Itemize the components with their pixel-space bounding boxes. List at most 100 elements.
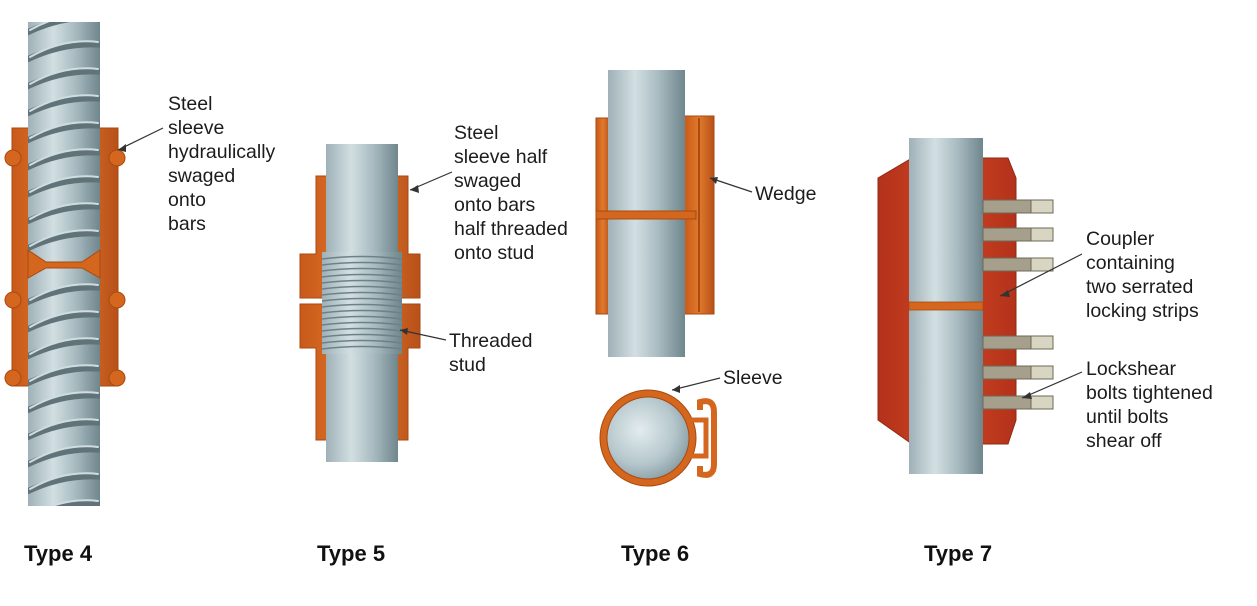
callout-line: shear off [1086,430,1162,452]
type6-drawing [595,70,717,487]
type7-bolt-head [1030,227,1054,242]
type4-sleeve-callout: Steel sleeve hydraulically swaged onto b… [168,92,275,236]
type4-rib-highlight [29,283,99,301]
callout-line: Sleeve [723,367,783,389]
type5-thread [321,297,403,302]
type4-rib-highlight [29,67,99,85]
type4-rib [28,149,100,171]
type4-rib [51,500,100,506]
callout-line: onto bars [454,194,536,216]
callout-line: swaged [168,165,236,187]
type4-drawing [4,22,126,506]
type4-rib [28,95,100,117]
callout-line: locking strips [1086,300,1199,322]
type4-rib-highlight [29,445,99,463]
type4-rib-highlight [29,418,99,436]
type7-locking-strip [908,301,984,311]
callout-line: sleeve [168,117,225,139]
type4-rib-highlight [29,229,99,247]
type7-bar-lower [909,310,983,474]
type4-rib-highlight [29,310,99,328]
type7-bolt-shank [982,335,1032,350]
type5-sleeve-callout: Steel sleeve half swaged onto bars half … [454,121,568,265]
type6-bar-upper [608,70,685,211]
type5-thread [321,333,403,338]
type7-bolt-head [1030,199,1054,214]
type4-rib-highlight [29,202,99,220]
callout-line: Coupler [1086,228,1155,250]
type4-rib [28,203,100,225]
callout-line: bolts tightened [1086,382,1213,404]
callout-line: half threaded [454,218,568,240]
callout-line: Steel [454,122,499,144]
type4-rib-highlight [29,40,99,58]
type4-rib [28,338,100,360]
callout-line: Steel [168,93,213,115]
type5-bar-lower [326,352,398,462]
type7-coupler-callout: Coupler containing two serrated locking … [1086,227,1199,323]
type6-bar-section [606,396,690,480]
type4-rib-highlight [29,148,99,166]
type5-thread [321,279,403,284]
type7-bolt-shank [982,257,1032,272]
type4-rib-highlight [29,391,99,409]
type4-rib-highlight [29,94,99,112]
type6-wedge-callout: Wedge [755,182,816,206]
callout-line: swaged [454,170,522,192]
type4-rib [28,365,100,387]
type5-thread [321,315,403,320]
callout-line: Threaded [449,330,533,352]
type5-thread [321,339,403,344]
type4-joint [27,249,101,279]
type4-rib [28,176,100,198]
callout-line: until bolts [1086,406,1169,428]
type4-rib [28,68,100,90]
callout-line: Lockshear [1086,358,1176,380]
type6-sleeve-section [697,398,717,478]
type6-bar-lower [608,219,685,357]
type7-drawing [877,138,1054,474]
type5-thread [321,285,403,290]
type5-thread [321,303,403,308]
type4-rib [28,41,100,63]
type4-rib [28,473,100,495]
callout-line: Wedge [755,183,817,205]
type5-thread [321,345,403,350]
type7-bolt-head [1030,257,1054,272]
type4-rib [28,230,100,252]
type7-bolt-head [1030,395,1054,410]
type5-thread [321,267,403,272]
callout-line: two serrated [1086,276,1194,298]
type5-threaded-stud [322,252,402,354]
type7-bolt-shank [982,365,1032,380]
type5-thread [321,291,403,296]
type7-caption: Type 7 [924,541,993,566]
type4-rib-highlight [49,499,99,506]
type4-rib [28,311,100,333]
type4-rib-highlight [29,337,99,355]
leader-arrowheads [118,144,1032,399]
type7-bolt-head [1030,335,1054,350]
type4-rib [28,284,100,306]
type5-thread [321,321,403,326]
type5-thread [321,261,403,266]
type5-stud-callout: Threaded stud [449,329,532,377]
type4-rib [28,392,100,414]
type4-caption: Type 4 [24,541,93,566]
type4-rib-highlight [29,175,99,193]
type5-thread [321,273,403,278]
type4-rib-highlight [29,364,99,382]
type4-rib-highlight [29,22,50,31]
type7-bolt-shank [982,199,1032,214]
type5-drawing [299,144,421,462]
type4-rib-highlight [29,121,99,139]
callout-line: onto [168,189,206,211]
type4-rib [28,419,100,441]
type5-bar-upper [326,144,398,256]
type5-caption: Type 5 [317,541,386,566]
type6-joint [595,210,697,220]
type4-rib-highlight [29,472,99,490]
callout-line: containing [1086,252,1175,274]
